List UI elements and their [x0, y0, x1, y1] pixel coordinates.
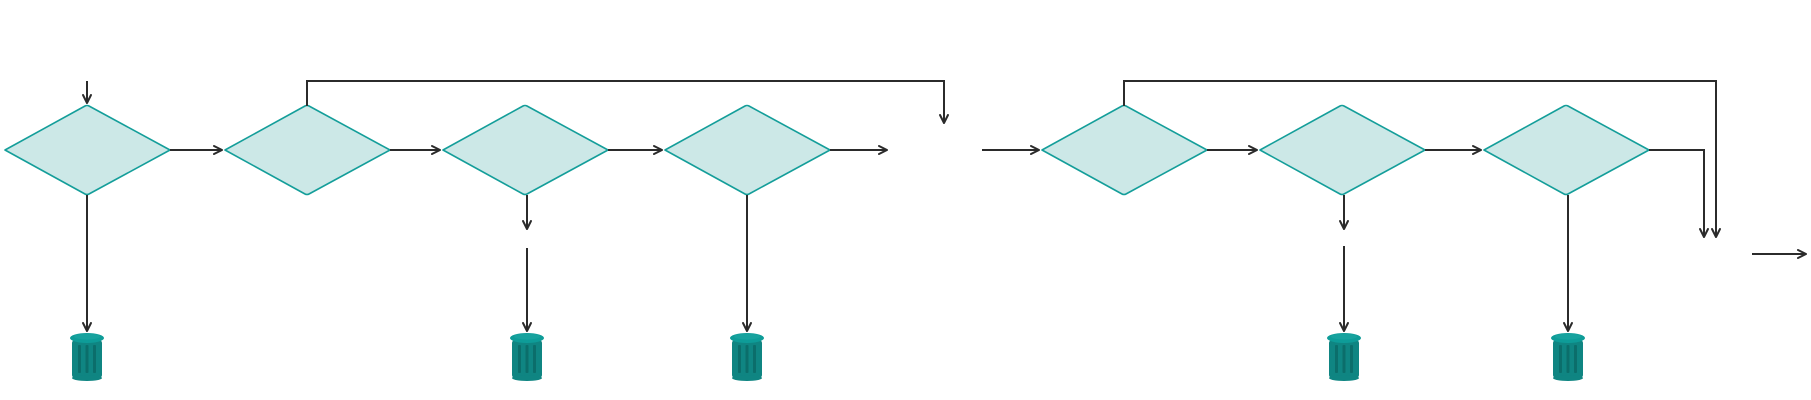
arrowhead — [1797, 249, 1807, 259]
trash-can-icon — [730, 333, 764, 381]
arrowhead — [82, 322, 92, 332]
decision-nodes — [4, 104, 1650, 196]
arrowhead — [522, 322, 532, 332]
trash-can-icon — [1327, 333, 1361, 381]
edge-d7-down — [1649, 149, 1705, 237]
trash-can-icon — [510, 333, 544, 381]
arrowhead — [82, 94, 92, 104]
connectors — [82, 80, 1807, 332]
arrowhead — [878, 145, 888, 155]
loop-d2-top — [306, 80, 945, 123]
trash-can-icon — [1551, 333, 1585, 381]
arrowhead — [1472, 145, 1482, 155]
decision-diamond-d2 — [224, 104, 391, 196]
arrowhead — [1563, 322, 1573, 332]
arrowhead — [1339, 322, 1349, 332]
decision-diamond-d1 — [4, 104, 171, 196]
decision-diamond-d3 — [442, 104, 609, 196]
decision-diamond-d7 — [1483, 104, 1650, 196]
arrowhead — [522, 220, 532, 230]
decision-diamond-d5 — [1041, 104, 1208, 196]
arrowhead — [431, 145, 441, 155]
arrowhead — [1699, 228, 1709, 238]
decision-diamond-d4 — [664, 104, 831, 196]
arrowhead — [939, 114, 949, 124]
arrowhead — [742, 322, 752, 332]
arrowhead — [1030, 145, 1040, 155]
decision-diamond-d6 — [1259, 104, 1426, 196]
loop-d5-top — [1123, 80, 1717, 237]
arrowhead — [1339, 220, 1349, 230]
arrowhead — [1248, 145, 1258, 155]
trash-can-icon — [70, 333, 104, 381]
arrowhead — [213, 145, 223, 155]
arrowhead — [1711, 228, 1721, 238]
discard-nodes — [70, 333, 1585, 381]
arrowhead — [653, 145, 663, 155]
